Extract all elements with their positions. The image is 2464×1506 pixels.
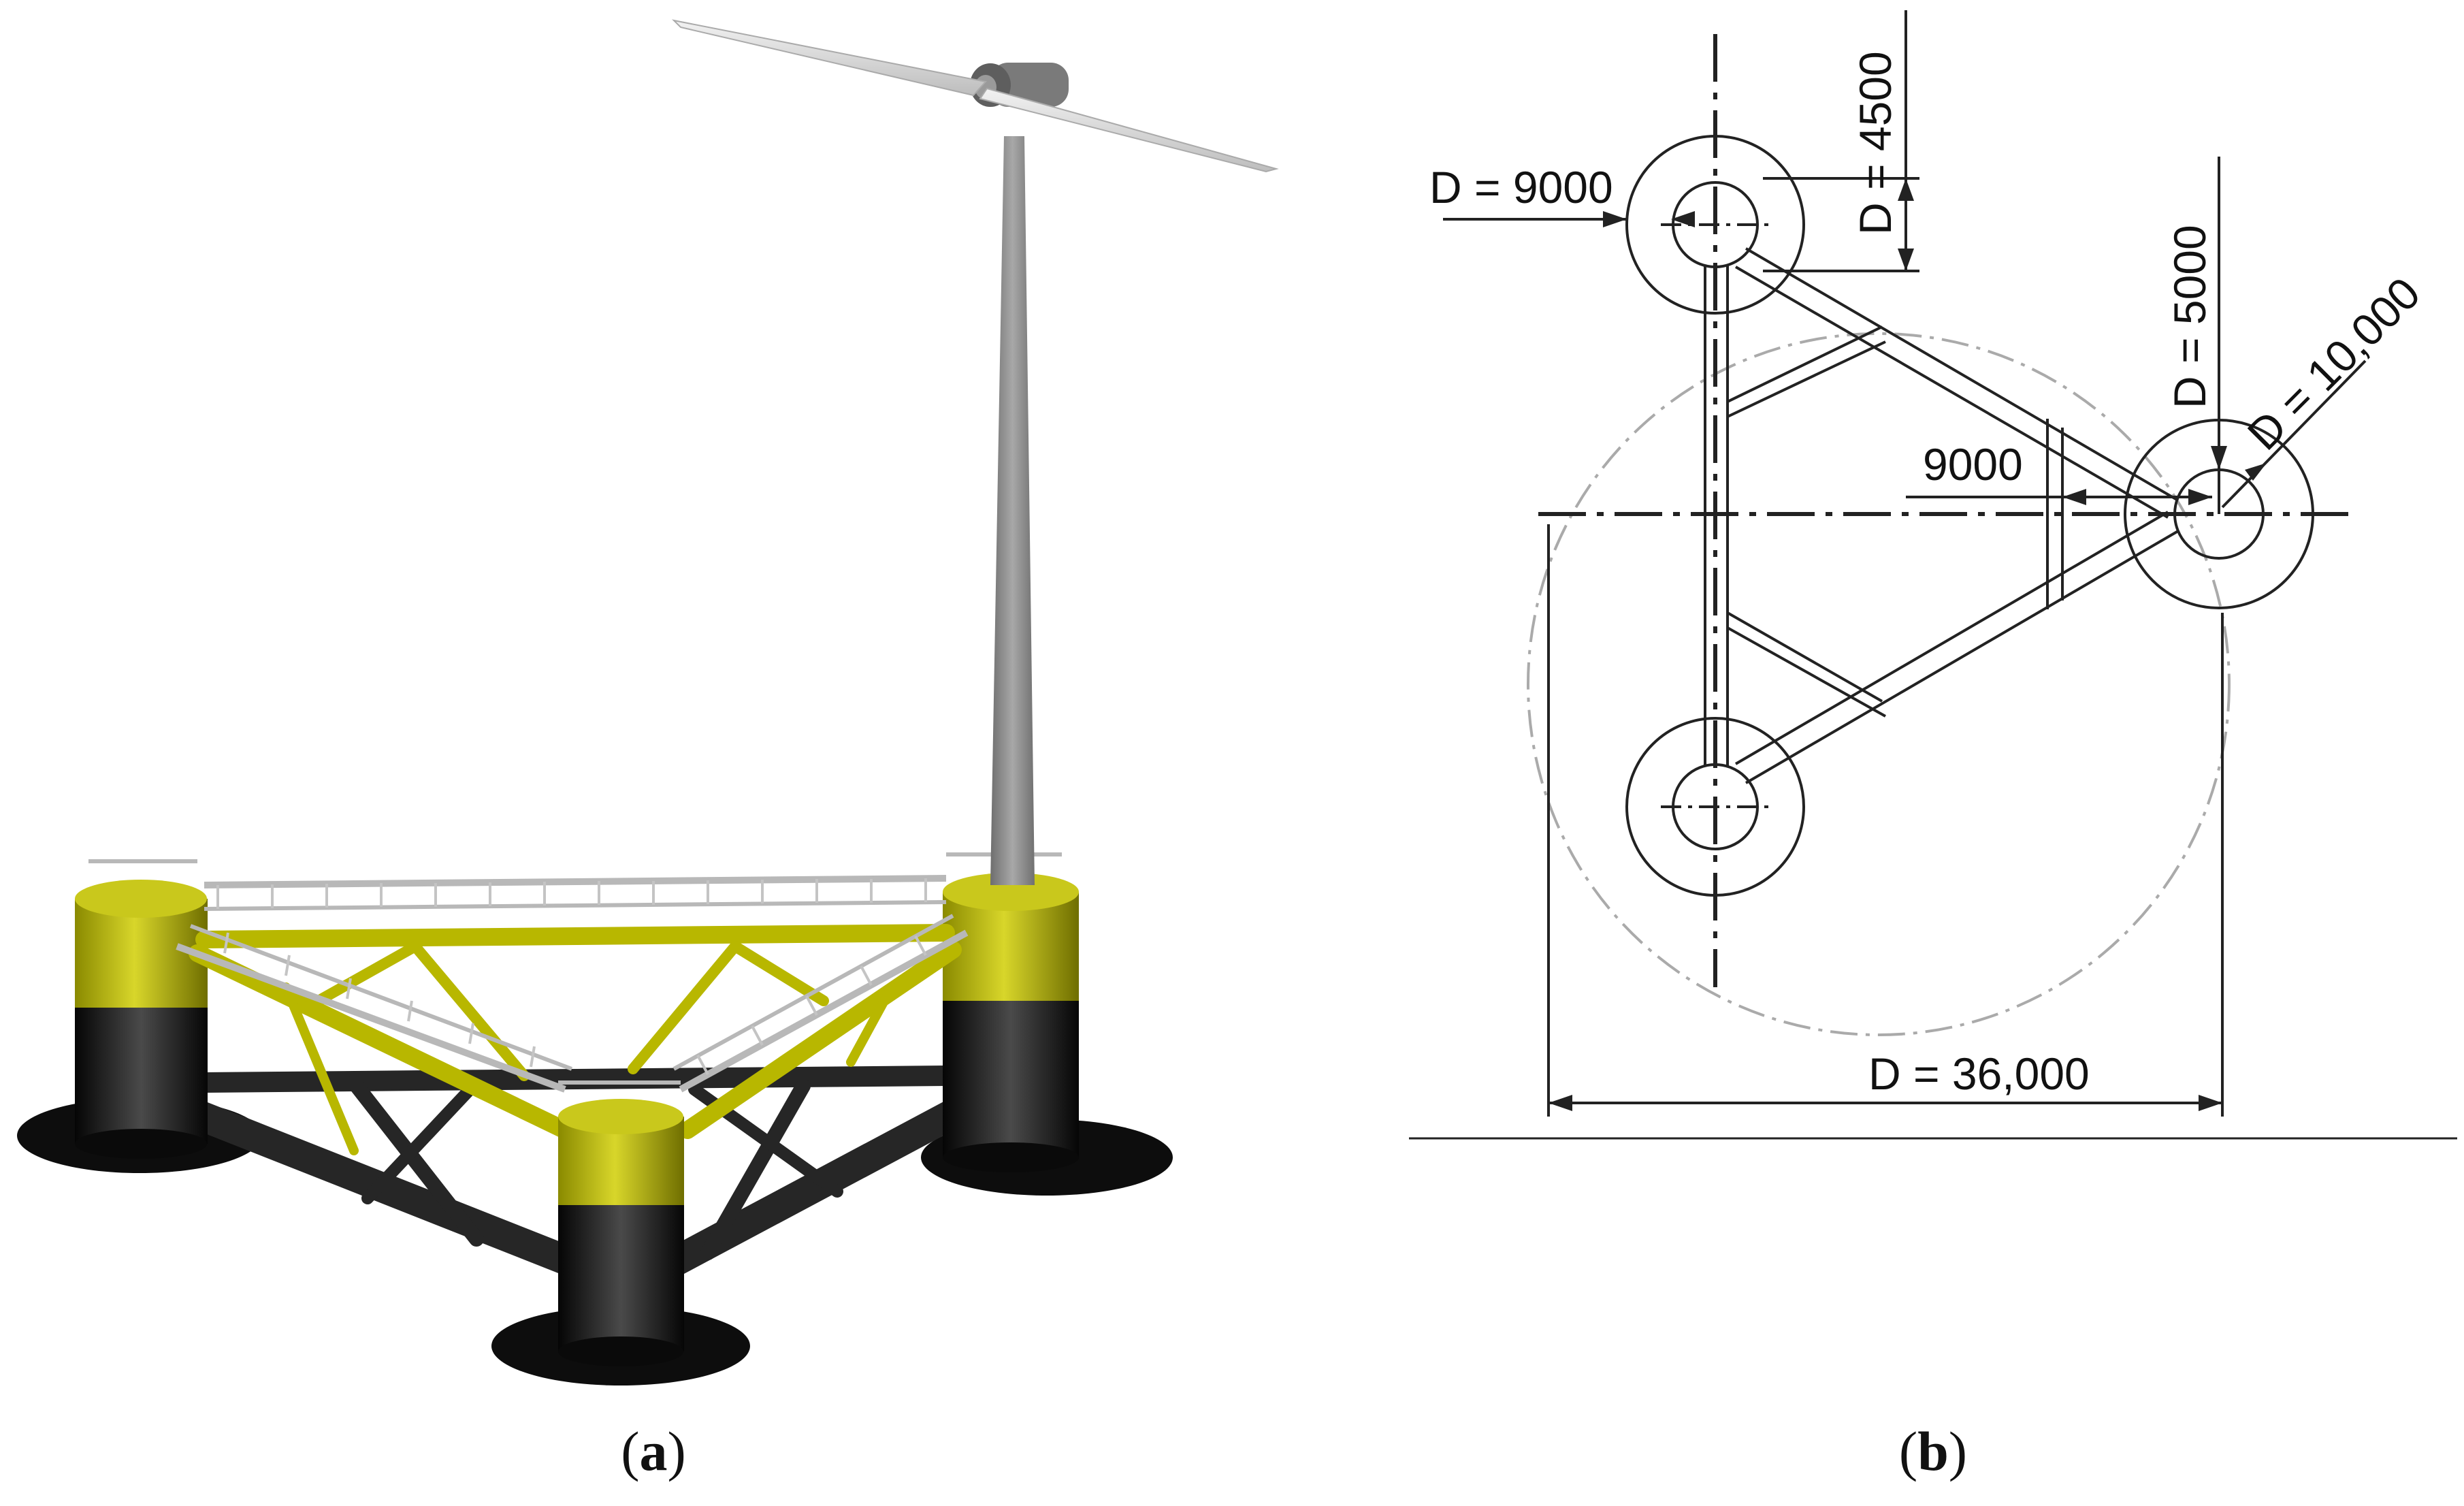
dim-brace-offset: 9000: [1923, 439, 2023, 490]
column-top: [1625, 135, 1805, 315]
dim-pontoon-diameter: D = 9000: [1429, 162, 1613, 212]
caption-a: (a): [621, 1420, 686, 1482]
rotor-blades: [671, 19, 1279, 173]
column-front: [558, 1099, 684, 1366]
turbine-render: [17, 19, 1279, 1385]
tower: [990, 136, 1035, 885]
plan-drawing: [1409, 10, 2457, 1140]
railing-posts: [216, 878, 927, 1075]
dim-inner-column-diameter: D = 4500: [1850, 51, 1900, 235]
caption-b-letter: b: [1917, 1420, 1949, 1482]
dim-overall-diameter: D = 36,000: [1868, 1048, 2090, 1099]
column-left: [75, 880, 208, 1159]
caption-a-letter: a: [639, 1420, 668, 1482]
construction-circle: [1527, 332, 2231, 1036]
dim-center-column-diameter: D = 5000: [2165, 225, 2215, 408]
dimension-arrows: [1549, 178, 2267, 1111]
column-right: [943, 873, 1079, 1172]
dim-outer-diameter: D = 10,000: [2238, 268, 2430, 460]
column-bottom: [1625, 717, 1805, 897]
pontoon-braces: [1704, 247, 2179, 784]
walkway-railings: [88, 852, 1062, 1093]
caption-b: (b): [1898, 1420, 1968, 1482]
